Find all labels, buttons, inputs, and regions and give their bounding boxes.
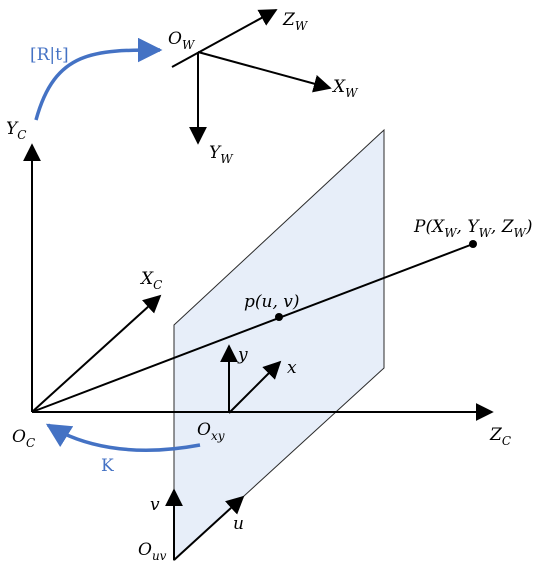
world-z-axis: [171, 9, 278, 68]
camera-y-label: YC: [6, 119, 26, 142]
k-matrix-arrow: [45, 423, 201, 452]
image-origin-label: Oxy: [197, 420, 225, 443]
camera-origin-label: OC: [12, 427, 35, 450]
pixel-v-label: v: [150, 495, 160, 515]
image-plane: [173, 128, 385, 562]
world-z-label: ZW: [282, 10, 309, 33]
image-y-label: y: [237, 345, 248, 365]
pixel-u-label: u: [233, 514, 244, 534]
k-matrix-label: K: [101, 456, 114, 476]
camera-z-label: ZC: [489, 425, 511, 448]
camera-x-axis: [31, 294, 162, 413]
world-point-label: P(XW, YW, ZW): [413, 217, 533, 240]
pixel-u-axis: [173, 495, 245, 561]
world-x-axis: [197, 51, 332, 93]
pixel-origin-label: Ouv: [138, 540, 167, 563]
image-x-axis: [228, 360, 282, 414]
world-origin-label: OW: [168, 29, 196, 52]
camera-x-label: XC: [139, 269, 162, 292]
image-x-label: x: [287, 358, 297, 378]
world-y-label: YW: [209, 143, 234, 166]
image-point-marker: [275, 313, 283, 321]
image-point-label: p(u, v): [244, 292, 300, 312]
rt-transform-label: [R|t]: [30, 45, 69, 65]
rt-transform-arrow: [34, 37, 163, 121]
projection-ray: [31, 243, 474, 413]
world-point-marker: [469, 240, 477, 248]
world-x-label: XW: [331, 77, 359, 100]
